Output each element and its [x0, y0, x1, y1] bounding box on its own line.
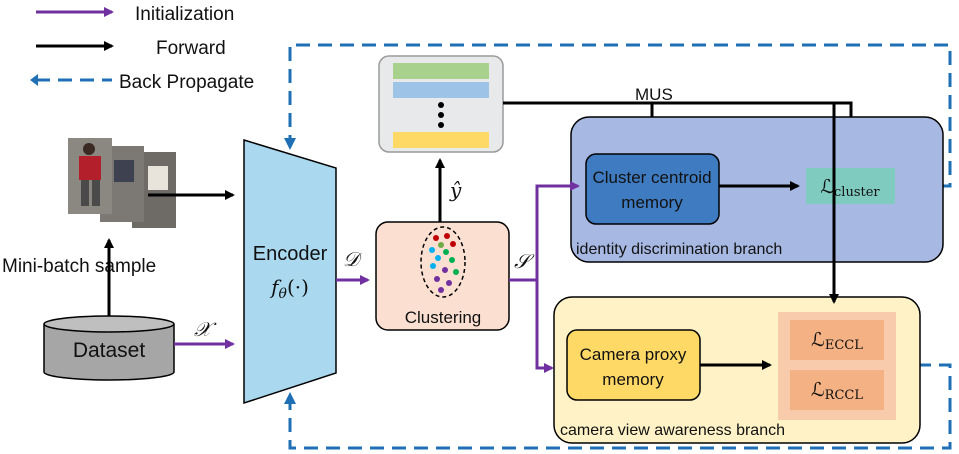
- person-leg-1b: [92, 180, 100, 206]
- person-leg-1a: [81, 180, 89, 206]
- cluster-dot: [444, 233, 450, 239]
- y-hat-symbol: ŷ: [449, 178, 462, 202]
- backprop-top-loop: [288, 43, 952, 188]
- legend: Initialization Forward Back Propagate: [30, 4, 254, 93]
- rccl-loss-box: [790, 370, 884, 410]
- ellipsis-dot: [438, 102, 444, 108]
- encoder-title: Encoder: [253, 243, 328, 265]
- dataset-cylinder-body: [43, 324, 175, 381]
- legend-forward-label: Forward: [156, 38, 226, 59]
- legend-initialization-label: Initialization: [135, 4, 234, 25]
- cluster-dot: [438, 287, 444, 293]
- backprop-bottom-loop: [288, 363, 952, 450]
- cluster-dot: [442, 267, 448, 273]
- cluster-dot: [446, 280, 452, 286]
- eccl-loss-sub: ECCL: [825, 338, 863, 353]
- eccl-loss-main: ℒ: [811, 329, 825, 351]
- clustering-to-camera-arrow: [509, 278, 554, 373]
- cluster-dot: [429, 247, 435, 253]
- ellipsis-dot: [438, 122, 444, 128]
- backprop-top-arrowhead: [284, 138, 296, 150]
- mini-batch-images: [68, 138, 176, 228]
- eccl-loss-box: [790, 320, 884, 360]
- rccl-loss-label: ℒRCCL: [811, 379, 863, 403]
- clustering-block: Clustering: [375, 221, 510, 331]
- cluster-dot: [450, 241, 456, 247]
- mini-batch-label: Mini-batch sample: [2, 256, 156, 277]
- cluster-centroid-memory-box: [585, 153, 720, 225]
- dataset-cylinder-top: [43, 315, 175, 333]
- x-symbol: 𝒳: [194, 317, 217, 341]
- legend-backprop-arrowhead: [30, 74, 38, 86]
- identity-branch-label: identity discrimination branch: [576, 241, 782, 258]
- pseudo-label-card: [378, 55, 504, 153]
- encoder-function: fθ(·): [269, 275, 309, 302]
- s-symbol: 𝒮: [514, 249, 535, 273]
- identity-branch: Cluster centroid memory ℒcluster identit…: [570, 116, 944, 263]
- person-shirt-2: [114, 160, 134, 182]
- label-bar-yellow: [393, 132, 489, 148]
- camera-branch-label: camera view awareness branch: [560, 422, 785, 439]
- ellipsis-dot: [438, 112, 444, 118]
- cluster-loss-sub: cluster: [834, 185, 880, 200]
- clustering-box: [375, 221, 510, 331]
- dataset-cylinder: Dataset: [43, 315, 175, 381]
- label-bar-green: [393, 63, 489, 79]
- backprop-bottom-arrowhead: [284, 392, 296, 404]
- cluster-dot: [435, 255, 441, 261]
- cluster-centroid-memory-line1: Cluster centroid: [592, 168, 711, 187]
- cluster-dot: [430, 263, 436, 269]
- person-head-1: [83, 143, 95, 155]
- encoder-func-arg: (·): [287, 275, 309, 299]
- label-bar-blue: [393, 82, 489, 98]
- camera-proxy-memory-line2: memory: [602, 370, 664, 389]
- dataset-label: Dataset: [73, 339, 146, 362]
- cluster-dots: [429, 233, 459, 293]
- cluster-loss-label: ℒcluster: [820, 176, 880, 200]
- cluster-loss-box: [806, 168, 895, 204]
- cluster-dot: [433, 235, 439, 241]
- eccl-loss-label: ℒECCL: [811, 329, 863, 353]
- camera-proxy-memory-line1: Camera proxy: [580, 345, 687, 364]
- person-shirt-1: [79, 156, 101, 180]
- cluster-dot: [449, 257, 455, 263]
- cluster-dot: [438, 242, 444, 248]
- cluster-dot: [453, 269, 459, 275]
- cluster-dot: [443, 249, 449, 255]
- person-shirt-3: [148, 166, 168, 190]
- d-symbol: 𝒟: [343, 247, 363, 271]
- cluster-dot: [434, 276, 440, 282]
- camera-branch: Camera proxy memory ℒECCL ℒRCCL camera v…: [553, 296, 921, 444]
- encoder-func-sub: θ: [279, 286, 288, 302]
- encoder-block: Encoder fθ(·): [243, 138, 337, 405]
- camera-proxy-memory-box: [566, 329, 701, 401]
- mus-label: MUS: [635, 85, 673, 104]
- cluster-centroid-memory-line2: memory: [621, 193, 683, 212]
- rccl-loss-sub: RCCL: [825, 388, 864, 403]
- legend-backprop-label: Back Propagate: [119, 72, 254, 93]
- backprop-paths: [284, 43, 952, 450]
- cluster-loss-main: ℒ: [820, 176, 834, 198]
- rccl-loss-main: ℒ: [811, 379, 825, 401]
- cluster-ellipse: [420, 226, 466, 298]
- encoder-shape: [243, 138, 337, 405]
- clustering-label: Clustering: [405, 308, 482, 327]
